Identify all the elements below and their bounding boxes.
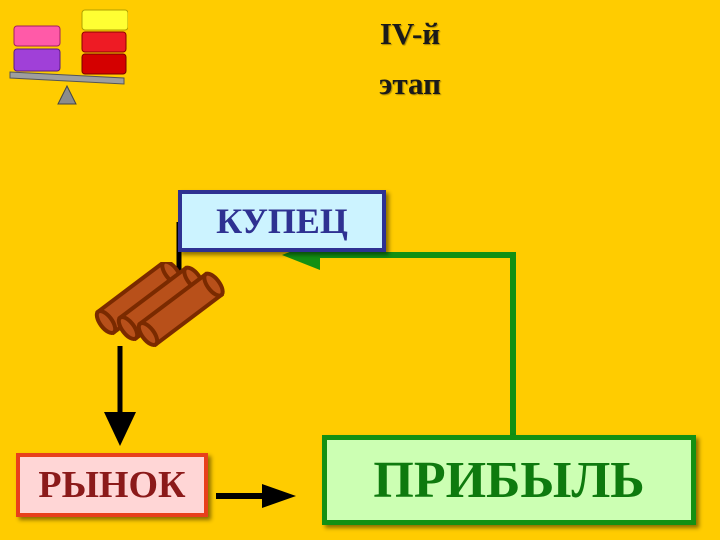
profit-to-merchant-arrow [318, 252, 516, 436]
profit-label: ПРИБЫЛЬ [373, 451, 645, 509]
merchant-label: КУПЕЦ [216, 201, 348, 241]
goods-to-market-arrowhead [104, 412, 136, 446]
goods-rolls-icon [94, 262, 225, 348]
profit-box: ПРИБЫЛЬ [322, 435, 696, 525]
slide-title-line1: IV-й [379, 16, 441, 51]
merchant-box: КУПЕЦ [178, 190, 386, 252]
market-label: РЫНОК [38, 464, 186, 506]
market-to-profit-arrowhead [262, 484, 296, 508]
market-box: РЫНОК [16, 453, 208, 517]
balance-scale-icon [9, 9, 128, 105]
slide-title-line2: этап [379, 66, 441, 101]
